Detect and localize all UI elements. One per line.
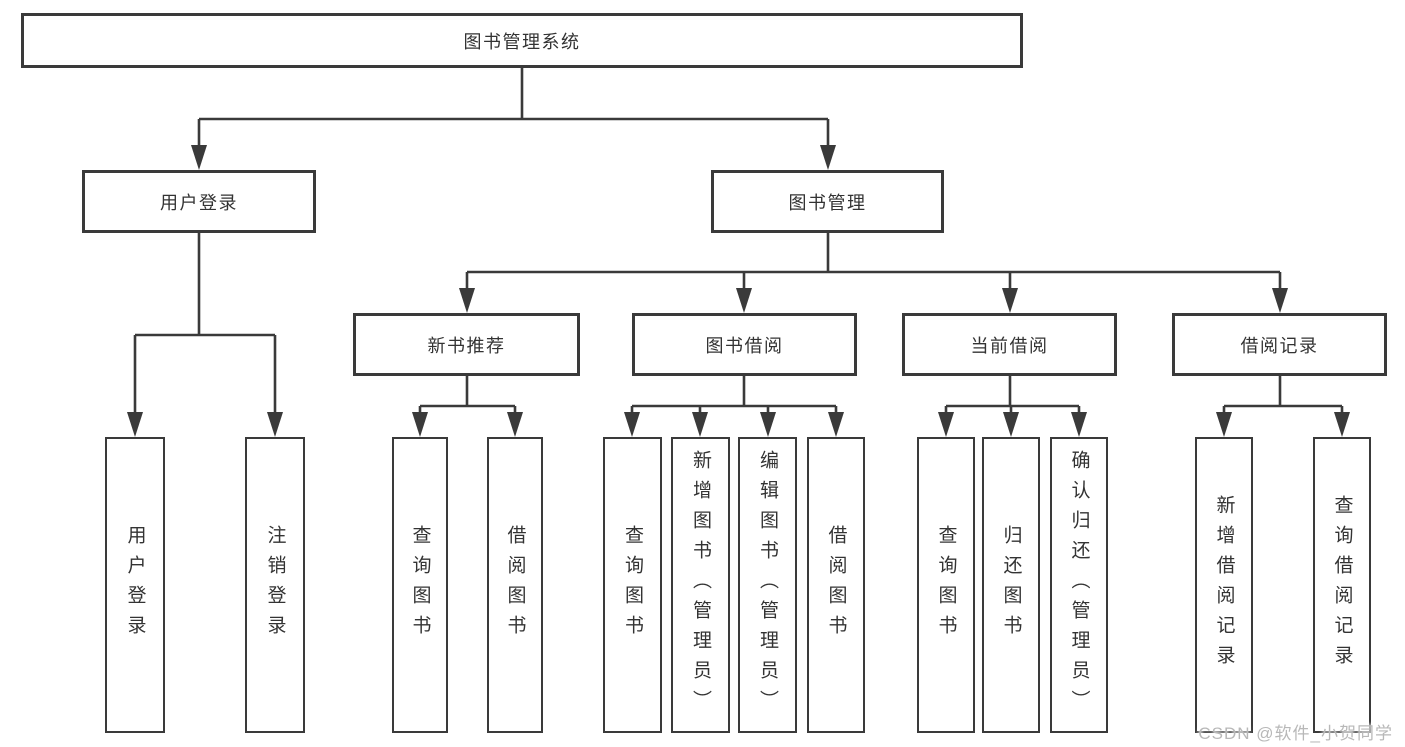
- node-book-management: 图书管理: [711, 170, 944, 233]
- node-label: 图书管理: [788, 192, 867, 213]
- node-book-borrow: 图书借阅: [632, 313, 857, 376]
- node-borrow-records: 借阅记录: [1172, 313, 1387, 376]
- node-user-login: 用户登录: [82, 170, 316, 233]
- watermark: CSDN @软件_小贺同学: [1198, 724, 1393, 743]
- leaf-label: 借阅图书: [504, 525, 526, 645]
- arrowhead-icon: [127, 145, 1350, 437]
- leaf-borrow-book: 借阅图书: [807, 437, 865, 733]
- leaf-label: 新增借阅记录: [1213, 495, 1235, 675]
- node-label: 新书推荐: [427, 335, 506, 356]
- leaf-label: 注销登录: [264, 525, 286, 645]
- leaf-label: 编辑图书（管理员）: [757, 450, 778, 720]
- leaf-user-login: 用户登录: [105, 437, 165, 733]
- connector-path: [133, 68, 1344, 418]
- node-label: 用户登录: [160, 192, 238, 213]
- leaf-label: 归还图书: [1000, 525, 1022, 645]
- leaf-borrow-book-recommend: 借阅图书: [487, 437, 543, 733]
- node-library-system: 图书管理系统: [21, 13, 1023, 68]
- leaf-label: 查询借阅记录: [1331, 495, 1353, 675]
- leaf-logout: 注销登录: [245, 437, 305, 733]
- leaf-confirm-return-admin: 确认归还（管理员）: [1050, 437, 1108, 733]
- leaf-label: 用户登录: [124, 525, 146, 645]
- leaf-add-book-admin: 新增图书（管理员）: [671, 437, 730, 733]
- leaf-query-book-current: 查询图书: [917, 437, 975, 733]
- leaf-label: 查询图书: [409, 525, 431, 645]
- leaf-edit-book-admin: 编辑图书（管理员）: [738, 437, 797, 733]
- leaf-label: 查询图书: [622, 525, 643, 645]
- node-new-book-recommend: 新书推荐: [353, 313, 580, 376]
- leaf-add-borrow-record: 新增借阅记录: [1195, 437, 1253, 733]
- node-label: 图书借阅: [705, 335, 784, 356]
- leaf-query-book-borrow: 查询图书: [603, 437, 662, 733]
- leaf-label: 新增图书（管理员）: [690, 450, 711, 720]
- leaf-query-book-recommend: 查询图书: [392, 437, 448, 733]
- leaf-return-book: 归还图书: [982, 437, 1040, 733]
- node-label: 图书管理系统: [463, 31, 581, 52]
- node-label: 当前借阅: [970, 335, 1049, 356]
- node-label: 借阅记录: [1240, 335, 1319, 356]
- leaf-label: 查询图书: [935, 525, 957, 645]
- leaf-label: 借阅图书: [825, 525, 847, 645]
- node-current-borrow: 当前借阅: [902, 313, 1117, 376]
- leaf-query-borrow-record: 查询借阅记录: [1313, 437, 1371, 733]
- leaf-label: 确认归还（管理员）: [1068, 450, 1090, 720]
